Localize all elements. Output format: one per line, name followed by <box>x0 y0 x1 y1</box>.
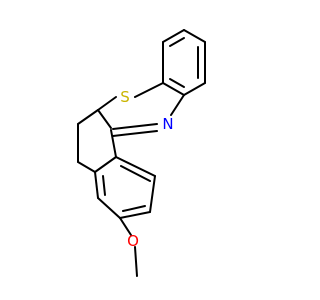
bond <box>112 130 158 137</box>
bond <box>97 96 117 111</box>
bond <box>77 161 96 173</box>
bond <box>102 175 106 196</box>
bond <box>122 205 146 212</box>
methoxy-group <box>119 217 138 277</box>
bond <box>183 82 206 96</box>
bond <box>97 197 121 219</box>
benzene-ring-top <box>162 29 206 96</box>
bond <box>134 246 138 277</box>
molecule-structure: S N O <box>77 29 206 277</box>
bond <box>120 165 151 182</box>
bond <box>112 123 158 130</box>
bond <box>94 171 99 199</box>
benzene-ring-bottom <box>94 156 156 219</box>
bond <box>169 78 185 88</box>
bond <box>94 156 117 173</box>
sulfur-atom-label: S <box>120 88 130 106</box>
bond <box>77 109 99 125</box>
bond <box>183 29 206 43</box>
bond <box>162 29 185 43</box>
nitrogen-atom-label: N <box>162 115 173 133</box>
thiazine-ring <box>97 82 185 137</box>
bond <box>149 175 156 213</box>
bond <box>97 109 112 129</box>
bond <box>169 37 185 47</box>
bond <box>115 156 156 177</box>
bond <box>110 129 117 158</box>
oxygen-atom-label: O <box>127 232 139 250</box>
bond <box>134 82 164 98</box>
bond <box>119 217 132 236</box>
bond <box>162 82 185 96</box>
bond <box>119 211 151 219</box>
saturated-ring <box>77 109 117 173</box>
bond <box>170 94 185 116</box>
